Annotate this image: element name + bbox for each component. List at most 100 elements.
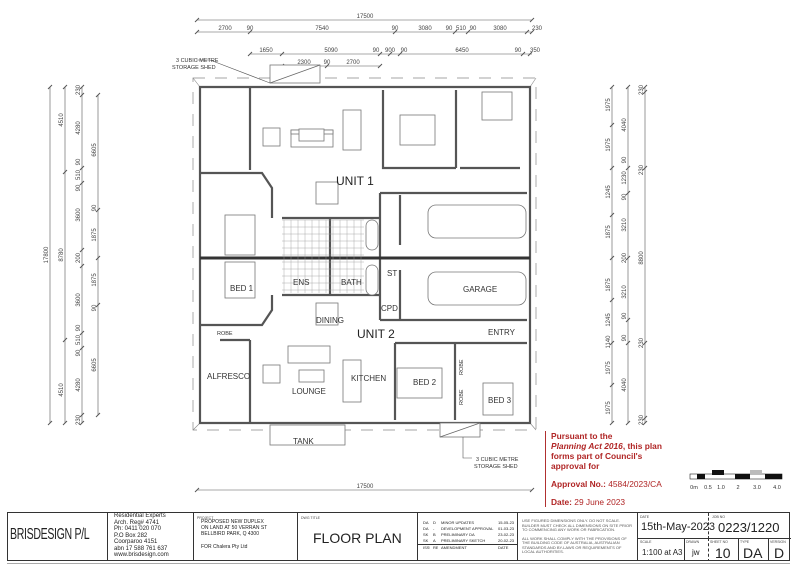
dimension-label: 4510 (59, 113, 65, 127)
dimension-tick (609, 84, 615, 90)
dimension-tick (79, 412, 85, 418)
dimension-label: 2700 (218, 26, 232, 32)
approval-text: approval for (551, 461, 600, 471)
company-name: BRISDESIGN P/L (10, 526, 90, 543)
amendment-rev: D (433, 520, 436, 525)
amendment-issue: DA (423, 526, 429, 531)
amendment-amendment: MINOR UPDATES (441, 520, 475, 525)
council-approval-stamp: Pursuant to the Planning Act 2016, this … (545, 431, 701, 507)
dimension-tick (95, 92, 101, 98)
sheet-label: SHEET NO (710, 540, 728, 544)
approval-act: Planning Act 2016 (551, 441, 623, 451)
room-bath-label: BATH (341, 278, 362, 287)
dimension-label: 1245 (606, 185, 612, 199)
dimension-tick (625, 420, 631, 426)
dimension-label: 1875 (92, 228, 98, 242)
dimension-tick (625, 84, 631, 90)
room-bed-2-label: BED 2 (413, 378, 437, 387)
amendment-amendment: PRELIMINARY SKETCH (441, 538, 486, 543)
dimension-tick (79, 247, 85, 253)
dimension-label: 3600 (76, 293, 82, 307)
bed-icon (482, 382, 514, 416)
amendment-date: 15-05-23 (498, 520, 515, 525)
amendment-date: 23-02-23 (498, 532, 515, 537)
dimension-label: 1975 (606, 401, 612, 415)
dimension-label: 90 (515, 48, 522, 54)
dimension-tick (397, 51, 403, 57)
dimension-label: 230 (639, 337, 645, 348)
dimension-label: 1875 (606, 225, 612, 239)
dimension-label: 90 (446, 26, 453, 32)
dimension-label: 1875 (606, 278, 612, 292)
job-no: 0223/1220 (718, 520, 780, 535)
dimension-label: 90 (392, 26, 399, 32)
dimension-label: 1975 (606, 361, 612, 375)
dimension-label: 1650 (259, 48, 273, 54)
dimension-label: 4040 (622, 118, 628, 132)
dimension-tick (642, 165, 648, 171)
dimension-tick (95, 412, 101, 418)
dimension-tick (609, 420, 615, 426)
dimension-tick (625, 190, 631, 196)
approval-date: 29 June 2023 (574, 497, 626, 507)
water-tank-icon (269, 424, 346, 446)
tank-label: TANK (293, 437, 314, 446)
room-ens-label: ENS (293, 278, 309, 287)
type-label: TYPE (740, 540, 750, 544)
unit-2-label: UNIT 2 (357, 327, 395, 341)
contact-line: P.O Box 282 (114, 532, 148, 539)
robe-label: ROBE (459, 359, 465, 375)
shed-label-bottom-2: STORAGE SHED (474, 464, 518, 470)
shed-label-bottom-1: 3 CUBIC METRE (476, 457, 519, 463)
dimension-tick (79, 84, 85, 90)
dimension-label: 8780 (59, 248, 65, 262)
approval-text: forms part of Council's (551, 451, 643, 461)
dimension-label: 4280 (76, 378, 82, 392)
dimension-tick (609, 122, 615, 128)
dimension-tick (79, 420, 85, 426)
bed-icon (396, 367, 443, 399)
dimension-tick (62, 420, 68, 426)
drawing-title: DWG TITLE FLOOR PLAN (298, 513, 418, 560)
amendment-date: 20-02-23 (498, 538, 515, 543)
scale-bar-tick-label: 1.0 (717, 485, 725, 491)
dimension-tick (79, 92, 85, 98)
dimension-tick (194, 487, 200, 493)
dimension-label: 90 (324, 60, 331, 66)
scale-bar-tick-label: 2 (736, 485, 739, 491)
bed-icon (399, 114, 436, 146)
dimension-label: 90 (76, 184, 82, 191)
dimension-label: 90 (76, 324, 82, 331)
website-link[interactable]: www.brisdesign.com (114, 552, 169, 558)
dimension-label: 1230 (622, 171, 628, 185)
dining-table-icon (315, 302, 339, 326)
dimension-tick (387, 51, 393, 57)
dimension-tick (95, 255, 101, 261)
dimension-tick (642, 89, 648, 95)
amendment-rev: - (433, 526, 435, 531)
dimension-label: 510 (76, 169, 82, 180)
dimension-tick (625, 165, 631, 171)
coffee-table-icon (298, 128, 325, 142)
drawn-by: jw (692, 548, 700, 557)
dimension-tick (609, 212, 615, 218)
amendment-amendment: PRELIMINARY DA (441, 532, 475, 537)
dimension-label: 90 (76, 349, 82, 356)
contact-line: Residential Experts (114, 513, 166, 519)
approval-no-label: Approval No.: (551, 479, 606, 489)
drawing-date: 15th-May-2023 (641, 521, 715, 533)
drawing-details: DATE 15th-May-2023 JOB NO 0223/1220 SCAL… (638, 513, 791, 560)
coffee-table-icon (298, 369, 325, 383)
dimension-label: 17500 (357, 14, 374, 20)
dimension-tick (324, 63, 330, 69)
dimension-tick (377, 51, 383, 57)
dimension-tick (529, 487, 535, 493)
dining-table-icon (315, 181, 339, 205)
version-label: VERSION (770, 540, 786, 544)
page-border (7, 563, 790, 564)
unit-1-label: UNIT 1 (336, 174, 374, 188)
